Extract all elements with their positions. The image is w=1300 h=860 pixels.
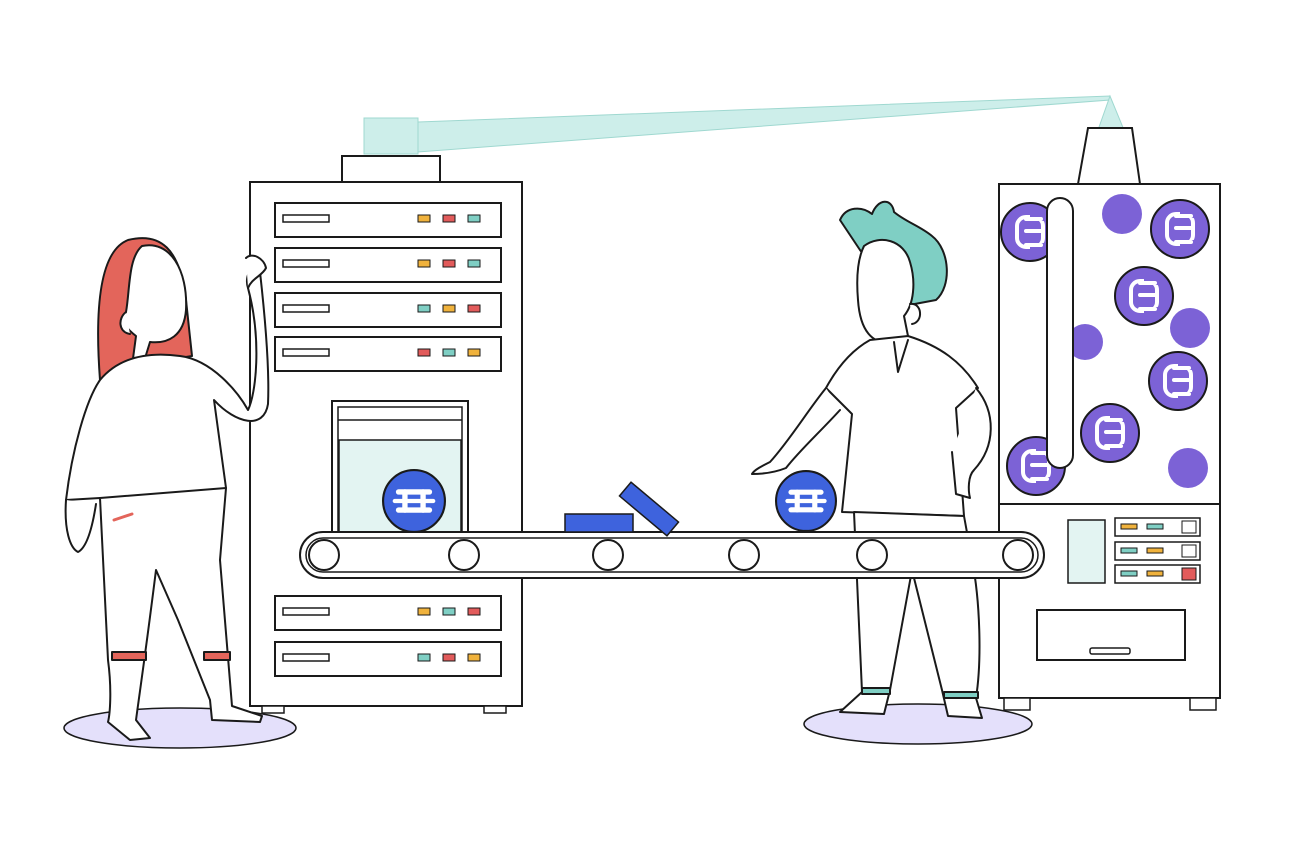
- light-beam: [363, 94, 1125, 155]
- status-led: [1146, 547, 1164, 554]
- belt-roller: [592, 539, 624, 571]
- server-unit: [274, 641, 502, 677]
- enjin-logo-icon: [1114, 266, 1174, 326]
- floor-shadow-left: [63, 707, 297, 749]
- status-led: [467, 607, 481, 616]
- server-rack: [249, 155, 523, 714]
- status-led: [442, 259, 456, 268]
- status-led: [417, 259, 431, 268]
- server-unit: [274, 292, 502, 328]
- panel-button: [1181, 520, 1197, 534]
- blue-tile-flat: [564, 513, 634, 533]
- status-led: [442, 348, 456, 357]
- server-unit: [274, 247, 502, 283]
- status-led: [1146, 570, 1164, 577]
- woman-figure: [64, 237, 270, 741]
- purple-coin: [1168, 448, 1208, 488]
- status-led: [442, 653, 456, 662]
- status-led: [1146, 523, 1164, 530]
- floor-shadow-right: [803, 703, 1033, 745]
- belt-roller: [1002, 539, 1034, 571]
- status-led: [417, 653, 431, 662]
- belt-roller: [308, 539, 340, 571]
- status-led: [442, 607, 456, 616]
- status-led: [1120, 547, 1138, 554]
- belt-roller: [728, 539, 760, 571]
- enjin-logo-icon: [1150, 199, 1210, 259]
- status-led: [467, 214, 481, 223]
- panel-button: [1181, 544, 1197, 558]
- status-led: [442, 214, 456, 223]
- conveyor-belt: [299, 531, 1045, 579]
- status-led: [417, 214, 431, 223]
- status-led: [467, 653, 481, 662]
- enjin-logo-icon: [1148, 351, 1208, 411]
- belt-roller: [448, 539, 480, 571]
- enjin-logo-icon: [1080, 403, 1140, 463]
- purple-coin: [1102, 194, 1142, 234]
- status-led: [417, 348, 431, 357]
- status-led: [442, 304, 456, 313]
- machine-panel: [1114, 564, 1201, 584]
- efinity-logo-icon: [774, 470, 838, 532]
- man-figure: [751, 200, 992, 719]
- machine-panel: [1114, 541, 1201, 561]
- status-led: [467, 259, 481, 268]
- status-led: [467, 348, 481, 357]
- efinity-logo-icon: [382, 469, 446, 533]
- status-led: [1120, 570, 1138, 577]
- status-led: [417, 304, 431, 313]
- purple-coin: [1170, 308, 1210, 348]
- status-led: [1120, 523, 1138, 530]
- status-led: [417, 607, 431, 616]
- vending-machine: [998, 127, 1221, 711]
- blue-tile-tilted: [618, 481, 680, 537]
- machine-panel: [1114, 517, 1201, 537]
- server-unit: [274, 336, 502, 372]
- purple-coin: [1067, 324, 1103, 360]
- machine-display: [1067, 519, 1106, 584]
- machine-handle: [1046, 197, 1074, 469]
- belt-roller: [856, 539, 888, 571]
- machine-dispenser: [1036, 609, 1186, 661]
- server-unit: [274, 202, 502, 238]
- status-led: [467, 304, 481, 313]
- server-unit: [274, 595, 502, 631]
- panel-button: [1181, 567, 1197, 581]
